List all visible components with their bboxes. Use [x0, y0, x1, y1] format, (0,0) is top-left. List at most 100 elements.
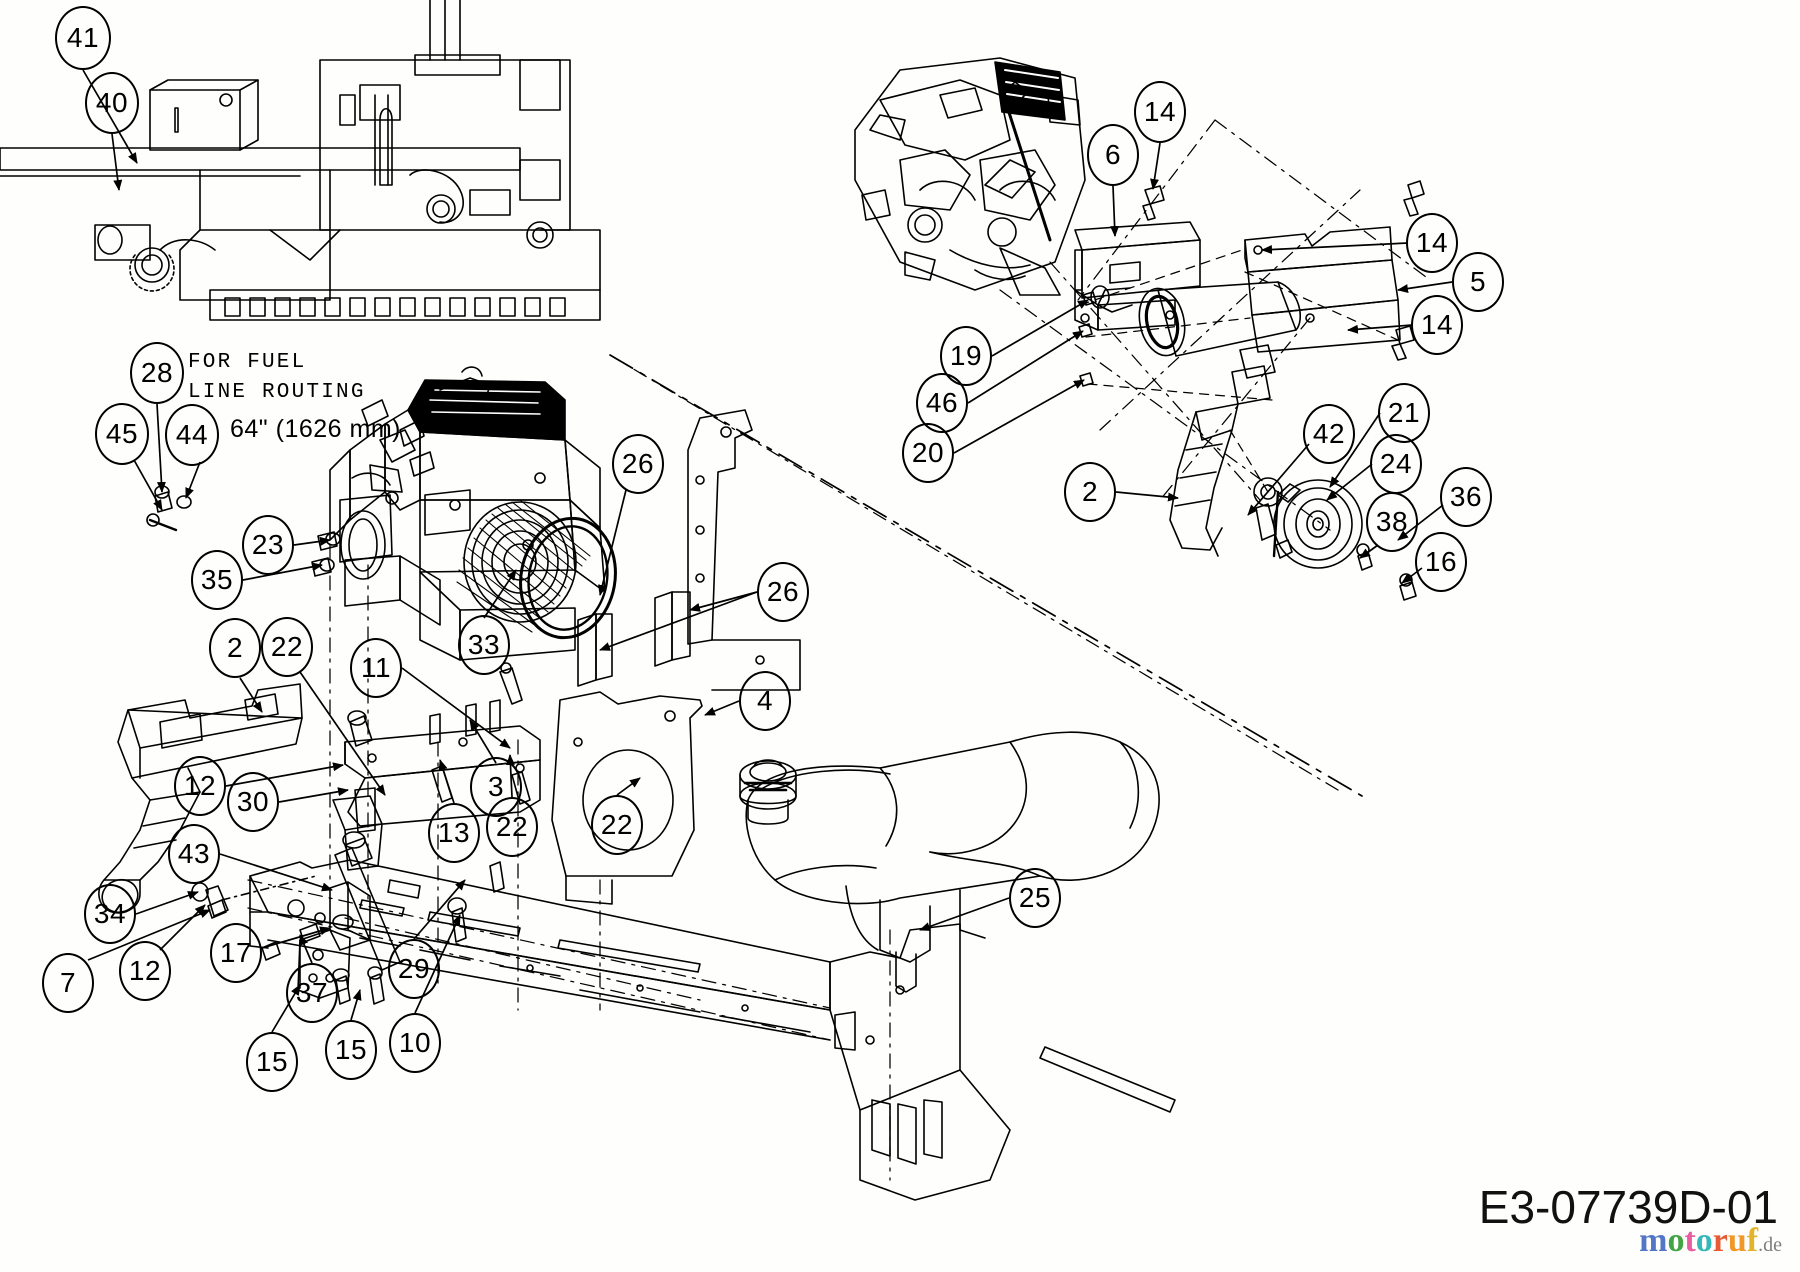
callout-bubble-21[interactable]: 21: [1378, 383, 1430, 443]
callout-number: 24: [1379, 448, 1413, 479]
engine-mount-hardware: [311, 531, 341, 577]
callout-bubble-6[interactable]: 6: [1087, 124, 1139, 186]
callout-number: 33: [467, 629, 501, 660]
callout-number: 44: [175, 419, 209, 450]
callout-bubble-12[interactable]: 12: [174, 756, 226, 816]
callout-number: 12: [128, 955, 162, 986]
callout-bubble-22[interactable]: 22: [591, 795, 643, 855]
tank-strap: [1039, 1046, 1176, 1113]
callout-bubble-37[interactable]: 37: [286, 963, 338, 1023]
callout-bubble-22[interactable]: 22: [261, 617, 313, 677]
callout-number: 35: [200, 564, 234, 595]
leader-line: [1347, 324, 1413, 334]
fuel-tank: [739, 731, 1160, 993]
callout-bubble-11[interactable]: 11: [350, 638, 402, 698]
callout-bubble-26[interactable]: 26: [757, 562, 809, 622]
callout-bubble-14[interactable]: 14: [1411, 295, 1463, 355]
exhaust-shield: [1244, 226, 1401, 353]
leader-line: [704, 700, 740, 716]
callout-bubble-5[interactable]: 5: [1452, 252, 1504, 312]
callout-bubble-4[interactable]: 4: [739, 671, 791, 731]
callout-number: 11: [360, 652, 392, 683]
callout-bubble-28[interactable]: 28: [130, 342, 184, 404]
callout-bubble-24[interactable]: 24: [1370, 434, 1422, 494]
leader-line: [991, 299, 1089, 357]
callout-number: 23: [251, 529, 285, 560]
callout-bubble-41[interactable]: 41: [55, 6, 111, 70]
callout-number: 2: [1081, 476, 1099, 507]
callout-bubble-22[interactable]: 22: [486, 797, 538, 857]
callout-bubble-30[interactable]: 30: [227, 772, 279, 832]
callout-bubble-14[interactable]: 14: [1134, 81, 1186, 143]
callout-number: 14: [1415, 227, 1449, 258]
callout-number: 19: [949, 340, 983, 371]
callout-number: 15: [255, 1046, 289, 1077]
callout-bubble-38[interactable]: 38: [1366, 492, 1418, 552]
leader-line: [133, 459, 163, 511]
watermark-letter: m: [1639, 1222, 1668, 1259]
leader-line: [1247, 443, 1310, 516]
callout-number: 13: [437, 817, 471, 848]
callout-bubble-15[interactable]: 15: [246, 1032, 298, 1092]
callout-bubble-2[interactable]: 2: [209, 618, 261, 678]
callout-number: 34: [93, 898, 127, 929]
callout-bubble-35[interactable]: 35: [191, 550, 243, 610]
callout-bubble-10[interactable]: 10: [389, 1013, 441, 1073]
leader-line: [1110, 185, 1120, 237]
callout-bubble-29[interactable]: 29: [388, 939, 440, 999]
callout-bubble-23[interactable]: 23: [242, 515, 294, 575]
leader-line: [293, 536, 331, 546]
leader-line: [953, 379, 1085, 454]
callout-bubble-17[interactable]: 17: [210, 923, 262, 983]
watermark-letter: r: [1712, 1222, 1728, 1259]
leader-line: [1115, 491, 1179, 502]
watermark-letter: t: [1684, 1222, 1696, 1259]
callout-number: 26: [621, 448, 655, 479]
callout-number: 42: [1312, 418, 1346, 449]
callout-bubble-26[interactable]: 26: [612, 434, 664, 494]
callout-bubble-34[interactable]: 34: [84, 884, 136, 944]
fuel-line-routing-note-line-1: FOR FUEL: [188, 351, 307, 374]
callout-number: 38: [1375, 506, 1409, 537]
callout-bubble-13[interactable]: 13: [428, 803, 480, 863]
callout-bubble-43[interactable]: 43: [168, 824, 220, 884]
leader-line: [299, 934, 313, 964]
leader-line: [261, 926, 331, 949]
callout-number: 20: [911, 437, 945, 468]
exhaust-hardware-group: [1078, 291, 1097, 387]
callout-bubble-2[interactable]: 2: [1064, 462, 1116, 522]
callout-bubble-15[interactable]: 15: [325, 1020, 377, 1080]
engine-bracket: [577, 409, 801, 691]
leader-line: [599, 591, 758, 651]
exhaust-pipe-right: [1169, 411, 1233, 557]
callout-bubble-14[interactable]: 14: [1406, 213, 1458, 273]
callout-bubble-45[interactable]: 45: [95, 403, 149, 465]
leader-line: [242, 562, 323, 581]
heat-shield-part: [1074, 221, 1201, 331]
engine-main-assembly: [329, 366, 617, 661]
fuel-line-routing-note-line-3: 64" (1626 mm): [230, 414, 401, 443]
leader-line: [239, 677, 263, 713]
leader-line: [919, 897, 1010, 931]
leader-line: [1329, 412, 1381, 488]
leader-line: [111, 133, 123, 191]
callout-bubble-25[interactable]: 25: [1009, 868, 1061, 928]
callout-bubble-33[interactable]: 33: [458, 615, 510, 675]
callout-bubble-44[interactable]: 44: [165, 404, 219, 466]
callout-number: 22: [270, 631, 304, 662]
leader-line: [967, 330, 1084, 404]
callout-bubble-20[interactable]: 20: [902, 423, 954, 483]
callout-bubble-42[interactable]: 42: [1303, 404, 1355, 464]
callout-bubble-12[interactable]: 12: [119, 941, 171, 1001]
callout-number: 46: [925, 387, 959, 418]
callout-bubble-36[interactable]: 36: [1440, 467, 1492, 527]
callout-number: 43: [177, 838, 211, 869]
callout-bubble-19[interactable]: 19: [940, 326, 992, 386]
callout-bubble-16[interactable]: 16: [1415, 532, 1467, 592]
transaxle-detail-assembly: [0, 0, 601, 321]
callout-bubble-40[interactable]: 40: [85, 72, 139, 134]
leader-line: [135, 891, 199, 915]
callout-bubble-7[interactable]: 7: [42, 953, 94, 1013]
watermark-letter: f: [1746, 1222, 1759, 1259]
